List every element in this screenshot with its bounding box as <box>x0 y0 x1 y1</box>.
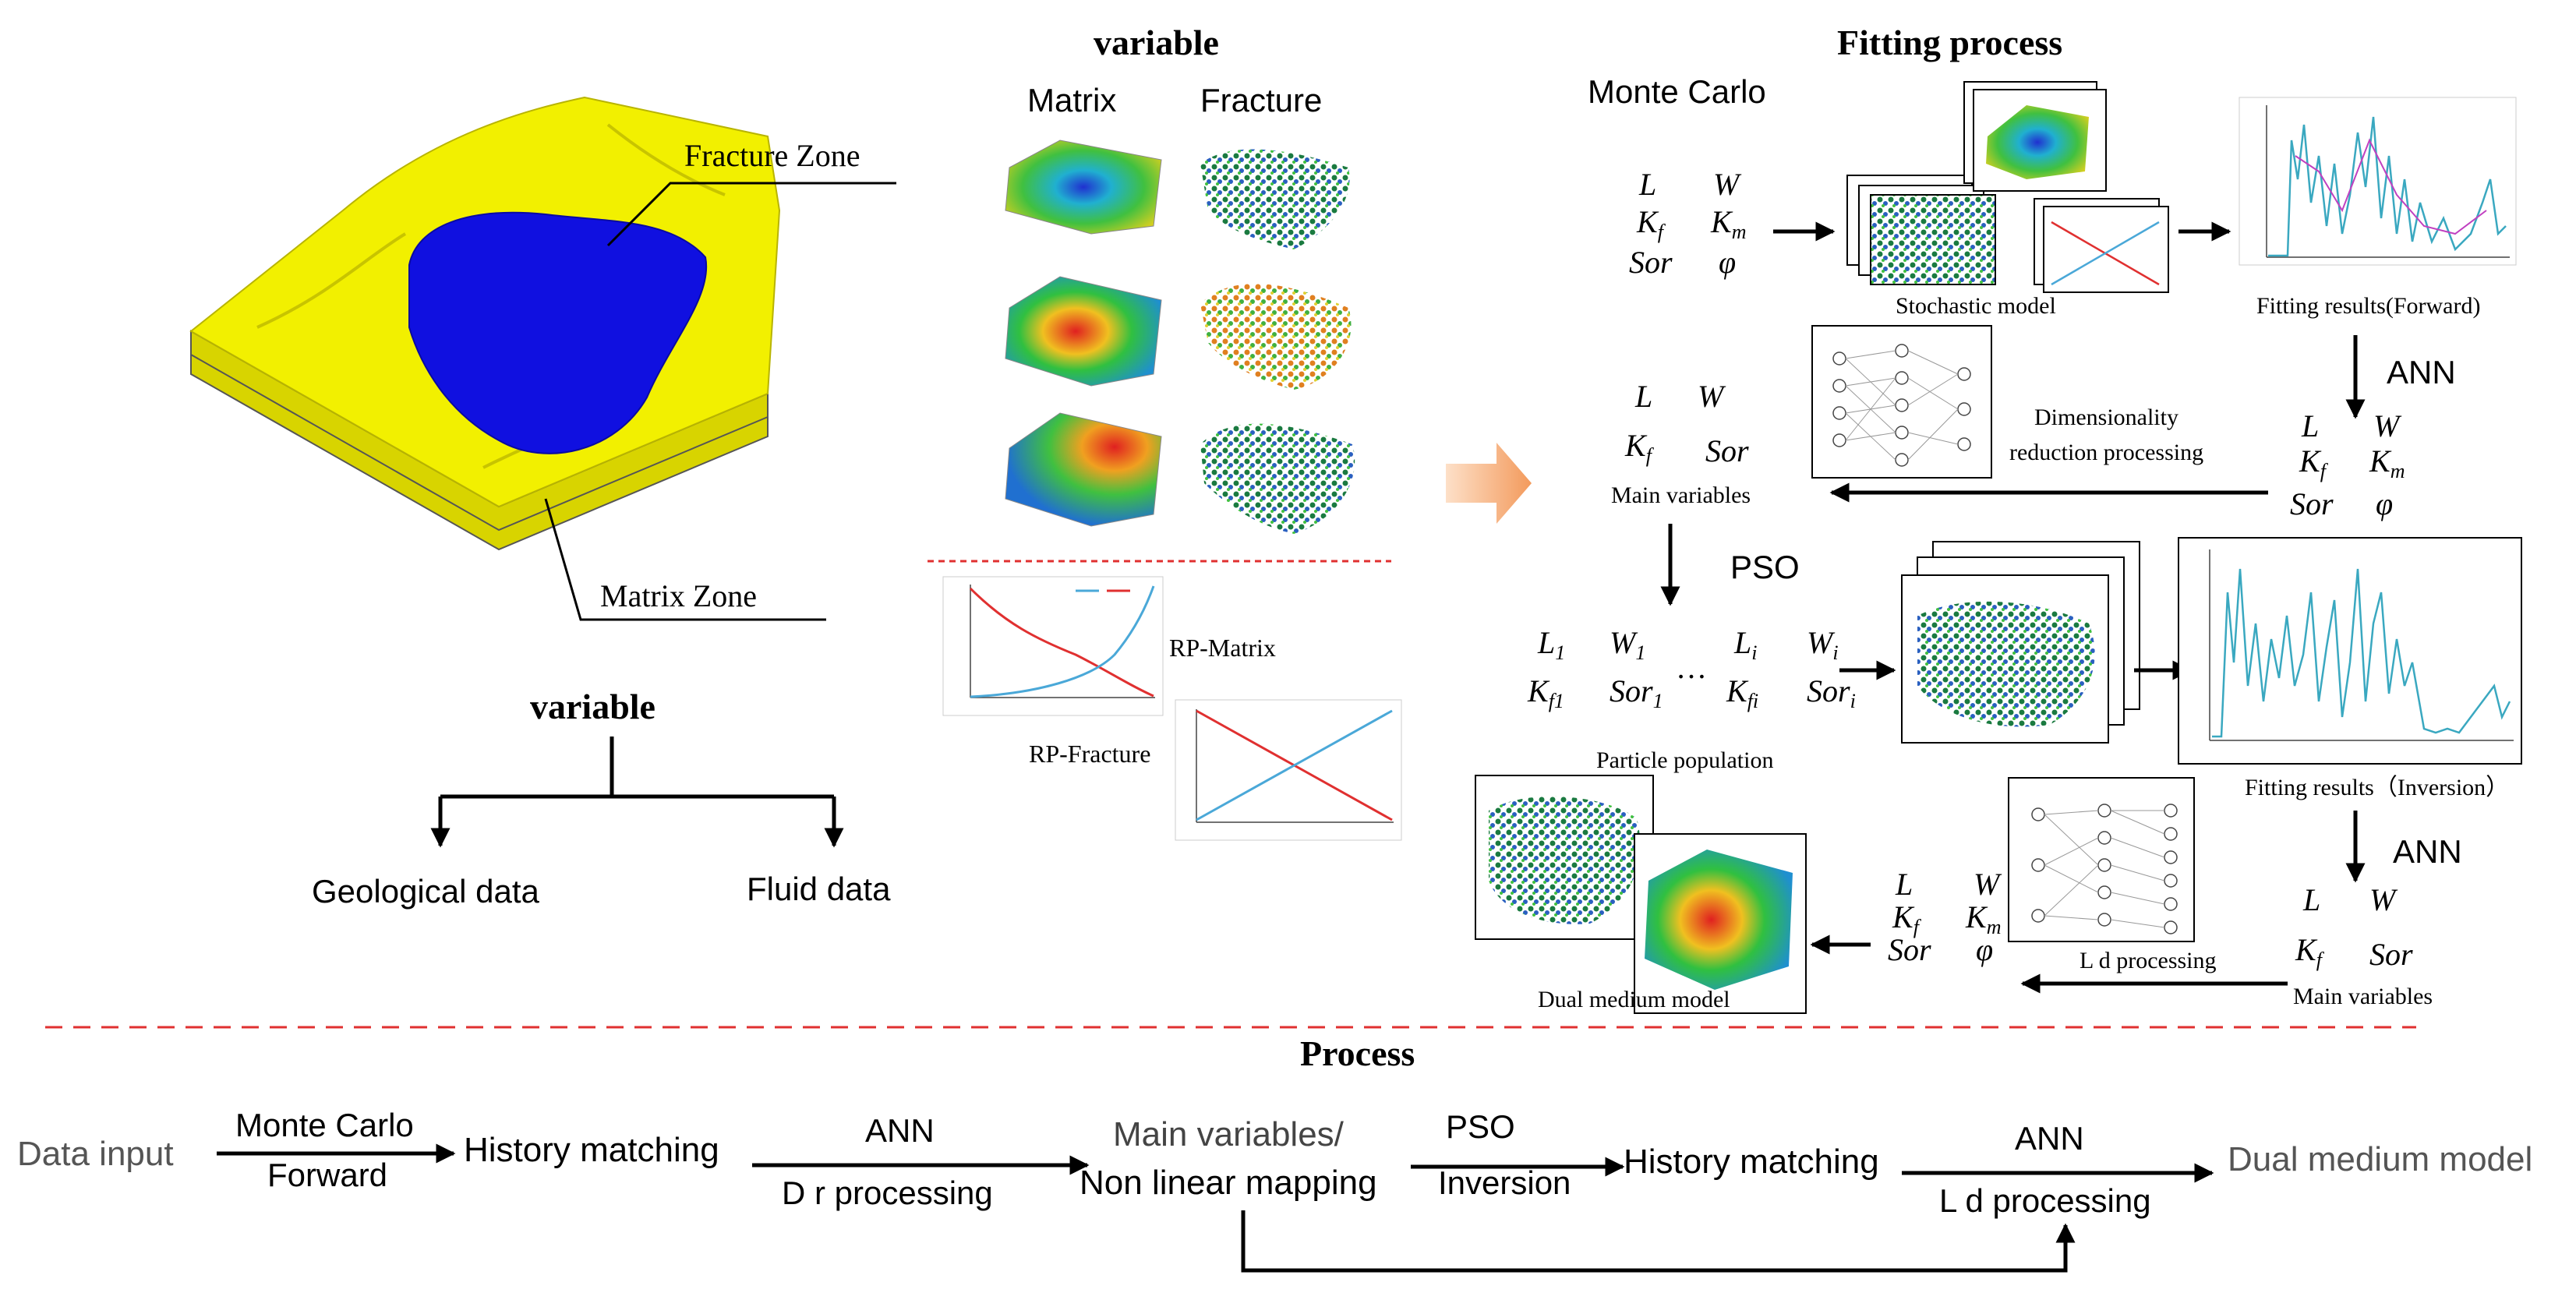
pso-label: PSO <box>1730 549 1800 585</box>
fitting-forward-label: Fitting results(Forward) <box>2256 293 2480 319</box>
svg-text:φ: φ <box>2376 486 2393 521</box>
svg-text:φ: φ <box>1976 932 1993 967</box>
variable-block-1: L W Kf Km Sor φ <box>1629 167 1746 280</box>
particle-population-label: Particle population <box>1596 747 1773 773</box>
fracture-header: Fracture <box>1200 82 1322 118</box>
matrix-zone-label: Matrix Zone <box>600 578 757 613</box>
svg-text:L: L <box>1634 379 1652 414</box>
variable-block-2: L W Kf Km Sor φ <box>2290 408 2405 521</box>
svg-text:Kfi: Kfi <box>1726 673 1758 712</box>
monte-carlo-step-label: Monte Carlo <box>235 1107 414 1143</box>
svg-text:Sor: Sor <box>2290 486 2334 521</box>
main-variables-label-1: Main variables <box>1611 482 1751 508</box>
svg-text:Kf: Kf <box>2295 932 2325 971</box>
svg-text:Kf: Kf <box>1636 204 1666 243</box>
inversion-step-label: Inversion <box>1438 1164 1571 1201</box>
svg-text:W: W <box>1974 867 2002 902</box>
svg-text:Sor: Sor <box>1629 245 1673 280</box>
stochastic-model-label: Stochastic model <box>1896 293 2056 319</box>
svg-text:φ: φ <box>1719 245 1736 280</box>
particle-model-stack <box>1901 541 2140 744</box>
main-variables-step: Main variables/ <box>1113 1115 1345 1153</box>
svg-text:Kf: Kf <box>2299 443 2329 482</box>
ann-step-label-1: ANN <box>865 1112 935 1149</box>
neural-network-icon-2 <box>2008 777 2195 942</box>
svg-text:Sor: Sor <box>2369 937 2413 972</box>
svg-text:Kf: Kf <box>1624 428 1655 467</box>
svg-text:W: W <box>1698 379 1726 414</box>
svg-text:L: L <box>2301 408 2319 443</box>
rp-matrix-label: RP-Matrix <box>1169 634 1276 662</box>
bypass-arrow <box>1241 1210 2076 1273</box>
dr-processing-label: D r processing <box>782 1175 993 1211</box>
middle-variable-title: variable <box>1094 23 1219 62</box>
svg-text:Sori: Sori <box>1807 673 1856 712</box>
history-matching-step-1: History matching <box>464 1131 719 1169</box>
main-variables-block-1: L W Kf Sor <box>1624 379 1749 468</box>
svg-text:L1: L1 <box>1537 625 1565 664</box>
forward-fit-chart <box>2239 97 2517 266</box>
inversion-fit-chart <box>2178 537 2522 765</box>
forward-step-label: Forward <box>267 1157 387 1193</box>
particle-ellipsis: … <box>1676 650 1707 685</box>
svg-text:Li: Li <box>1733 625 1757 664</box>
svg-text:Kf1: Kf1 <box>1527 673 1564 712</box>
svg-text:W1: W1 <box>1610 625 1645 664</box>
svg-text:Wi: Wi <box>1807 625 1839 664</box>
matrix-thumbnails <box>1005 140 1162 527</box>
dim-reduction-line1: Dimensionality <box>2034 404 2178 430</box>
rp-fracture-chart <box>1175 699 1402 841</box>
main-variables-label-2: Main variables <box>2293 984 2433 1009</box>
svg-text:Sor: Sor <box>1888 932 1931 967</box>
svg-text:Km: Km <box>1710 204 1746 243</box>
svg-text:Km: Km <box>2369 443 2405 482</box>
pso-step-label: PSO <box>1446 1108 1515 1145</box>
reservoir-3d-model <box>189 96 781 551</box>
neural-network-icon-1 <box>1811 325 1992 479</box>
left-variable-title: variable <box>530 687 655 726</box>
matrix-zone-leader <box>544 498 826 621</box>
matrix-header: Matrix <box>1027 82 1116 118</box>
fluid-data-label: Fluid data <box>747 871 891 907</box>
svg-text:Sor1: Sor1 <box>1610 673 1663 712</box>
fracture-zone-shape <box>408 211 708 454</box>
svg-text:L: L <box>1895 867 1913 902</box>
data-input-step: Data input <box>17 1135 174 1173</box>
history-matching-step-2: History matching <box>1624 1143 1879 1181</box>
fitting-process-title: Fitting process <box>1837 23 2062 62</box>
geological-data-label: Geological data <box>312 873 540 910</box>
ann-label-1: ANN <box>2387 354 2456 390</box>
variable-tree <box>430 737 844 848</box>
svg-text:L: L <box>1638 167 1656 202</box>
svg-text:Sor: Sor <box>1705 433 1749 468</box>
dual-medium-model-step: Dual medium model <box>2228 1140 2532 1178</box>
rp-fracture-label: RP-Fracture <box>1029 740 1150 768</box>
non-linear-mapping-step: Non linear mapping <box>1080 1164 1377 1202</box>
ann-label-2: ANN <box>2393 833 2462 870</box>
flow-big-arrow <box>1446 443 1532 524</box>
ld-processing-step-label: L d processing <box>1939 1182 2151 1219</box>
stochastic-model-stack <box>1846 81 2169 293</box>
fracture-zone-label: Fracture Zone <box>684 138 860 173</box>
fracture-zone-leader <box>606 182 896 247</box>
svg-text:L: L <box>2302 882 2320 917</box>
monte-carlo-label: Monte Carlo <box>1588 73 1766 110</box>
svg-text:W: W <box>1713 167 1742 202</box>
dim-reduction-line2: reduction processing <box>2009 440 2203 465</box>
dual-medium-model-images <box>1475 775 1807 1014</box>
dual-medium-model-label: Dual medium model <box>1538 987 1730 1012</box>
fracture-thumbnails <box>1200 149 1355 534</box>
svg-text:W: W <box>2373 408 2402 443</box>
ann-step-label-2: ANN <box>2015 1120 2084 1157</box>
process-title: Process <box>1300 1033 1415 1073</box>
fitting-inversion-label: Fitting results（Inversion） <box>2245 775 2509 800</box>
fitting-ld-processing-label: L d processing <box>2080 948 2217 973</box>
svg-text:W: W <box>2369 882 2398 917</box>
main-variables-block-2: L W Kf Sor <box>2295 882 2413 972</box>
rp-matrix-chart <box>942 576 1164 716</box>
